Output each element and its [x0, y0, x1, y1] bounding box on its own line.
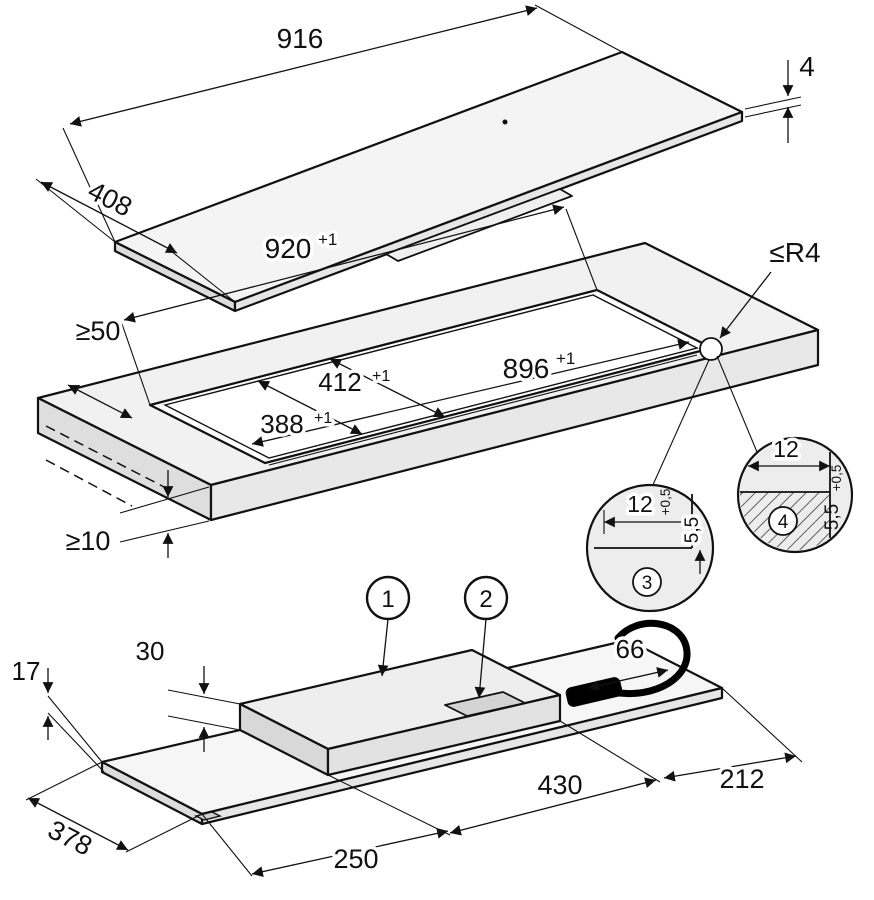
top-view-glass-panel: 916 408 4: [35, 4, 815, 313]
dim-920-tol: +1: [318, 230, 337, 249]
dim-920: 920 +1: [121, 204, 598, 406]
callout-2: 2: [463, 575, 509, 699]
callout-2-number: 2: [479, 586, 492, 613]
dim-250: 250: [201, 813, 449, 878]
dim-212-label: 212: [719, 764, 764, 794]
dim-glass-thickness: 4: [744, 51, 815, 143]
worktop-cut-dashed-1: [45, 425, 169, 490]
dim-30: 30: [136, 636, 241, 752]
power-cable: [608, 619, 691, 697]
detail4-width-tol: +0,5: [829, 465, 844, 492]
dim-388-tol: +1: [314, 410, 332, 427]
dim-896-label: 896: [503, 353, 550, 384]
callout-1-number: 1: [381, 586, 394, 613]
dim-10-label: ≥10: [66, 526, 111, 556]
bottom-view-appliance: 1 2 17 30 66: [12, 575, 803, 878]
detail4-leader: [716, 355, 758, 453]
radius-label: ≤R4: [769, 237, 820, 268]
dim-4-label: 4: [799, 51, 815, 82]
mounting-foot: [193, 811, 223, 821]
detail4-number-bubble: [768, 506, 798, 536]
dim-30-label: 30: [136, 636, 165, 666]
dim-17: 17: [12, 656, 105, 773]
dim-66: 66: [587, 631, 669, 691]
dim-430: 430: [327, 720, 661, 836]
dim-378-label: 378: [43, 814, 97, 861]
dim-916: 916: [62, 4, 623, 243]
dim-212: 212: [663, 687, 803, 798]
sensor-dot: [502, 119, 508, 125]
corner-radius-mark: [699, 337, 723, 361]
detail-circle-4: 12 +0,5 5,5 4: [736, 433, 854, 554]
detail4-width-label: 12: [773, 436, 799, 462]
detail3-leader: [651, 359, 710, 488]
dim-430-label: 430: [537, 770, 582, 800]
detail3-number: 3: [642, 573, 653, 594]
worktop-cutout-view: ≤R4 920 +1 ≥50 896 +1 412 +1 388 +1: [36, 204, 821, 558]
detail4-depth-label: 5,5: [822, 504, 843, 530]
detail3-width-tol: +0,5: [658, 489, 673, 516]
dim-min-thickness: ≥10: [66, 470, 210, 558]
detail3-number-bubble: [632, 567, 662, 597]
dim-66-label: 66: [616, 634, 645, 664]
callout-1: 1: [365, 575, 411, 677]
bottom-glass-edge-front: [200, 686, 724, 826]
cutout-inner-ledge: [163, 294, 699, 459]
dim-412-label: 412: [318, 367, 361, 397]
dim-916-label: 916: [277, 23, 324, 54]
dim-250-label: 250: [333, 844, 378, 874]
dim-min-clearance: ≥50: [67, 313, 133, 419]
corner-radius-note: ≤R4: [719, 237, 821, 339]
dim-388-label: 388: [260, 409, 303, 439]
dim-920-label: 920: [265, 233, 312, 264]
dim-388: 388 +1: [257, 380, 363, 443]
detail4-number: 4: [778, 512, 789, 533]
dim-408-label: 408: [83, 175, 137, 222]
dim-50-label: ≥50: [76, 316, 121, 346]
dim-412-tol: +1: [372, 368, 390, 385]
dim-896-tol: +1: [556, 349, 575, 368]
worktop-cut-dashed-2: [45, 459, 133, 507]
dim-17-label: 17: [12, 656, 41, 686]
detail3-depth-label: 5,5: [682, 517, 703, 543]
detail-circle-3: 12 +0,5 5,5 3: [585, 483, 715, 613]
detail3-width-label: 12: [627, 491, 653, 517]
